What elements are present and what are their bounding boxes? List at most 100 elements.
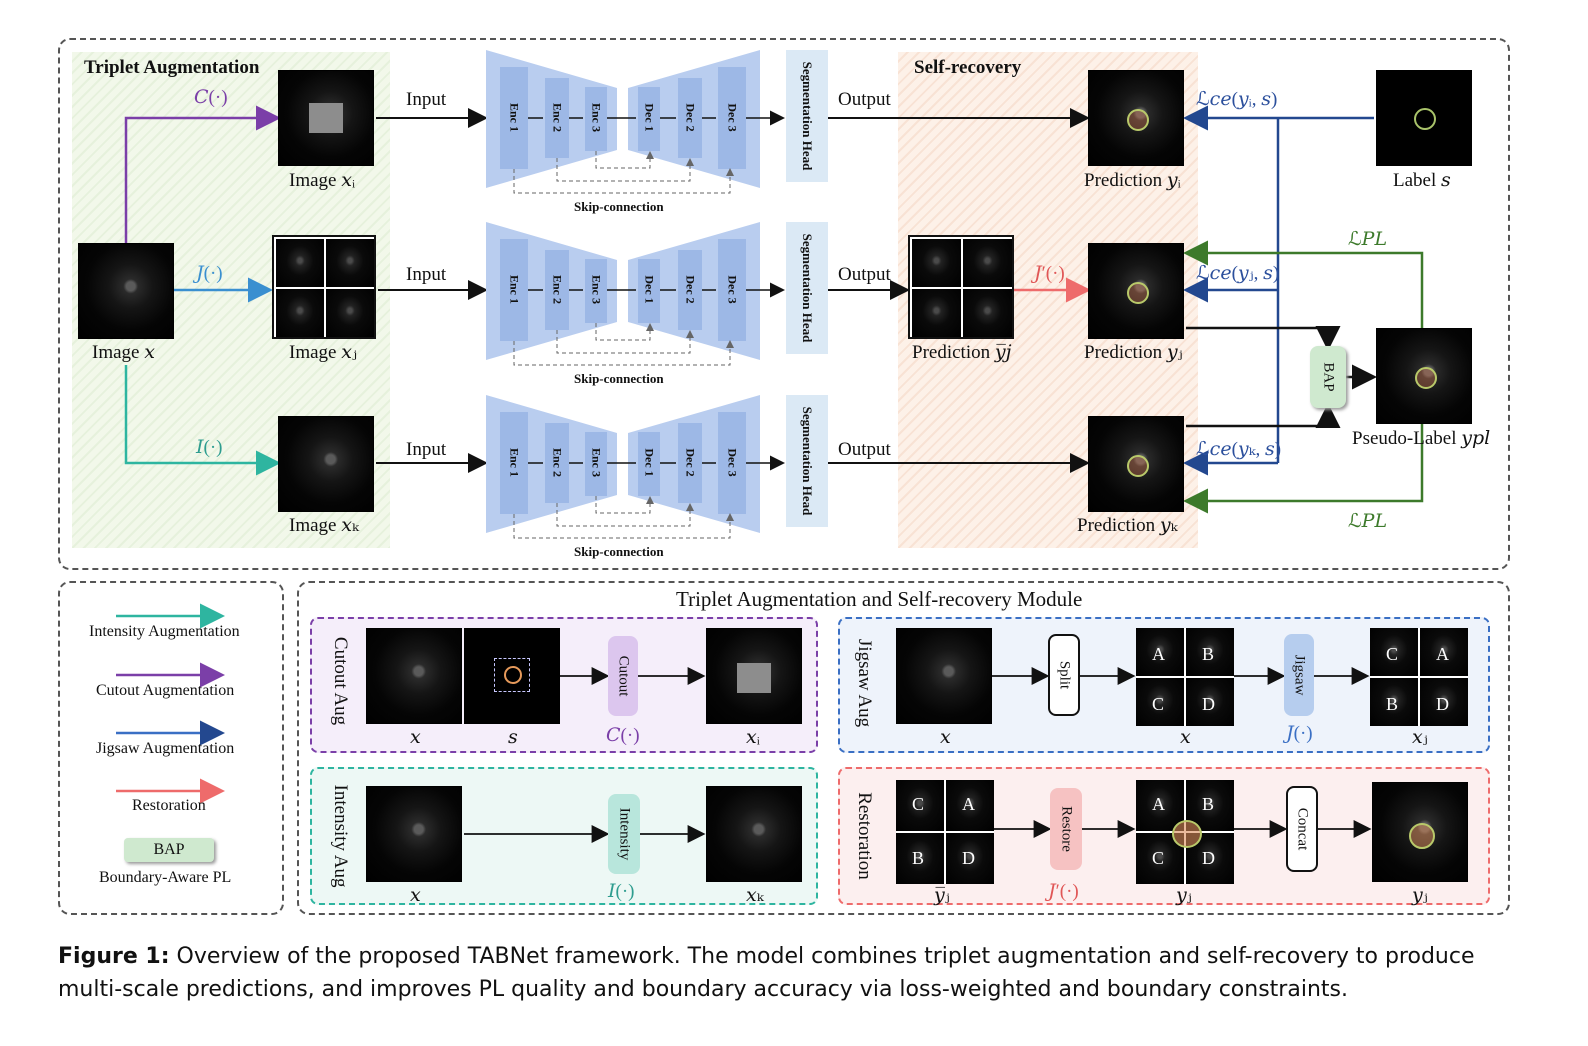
restore-jp-fn: 𝐽′(·) xyxy=(1048,881,1079,902)
image-xk xyxy=(278,416,374,512)
intensity-arrow xyxy=(124,365,281,476)
grid-letter: B xyxy=(1386,694,1399,714)
jigsaw-grid-2: C A B D xyxy=(1370,628,1468,726)
legend-restoration: Restoration xyxy=(132,797,206,814)
legend-cutout: Cutout Augmentation xyxy=(96,682,235,699)
label-rings xyxy=(1414,108,1436,130)
legend-panel xyxy=(58,581,284,915)
restore-op-box: Restore xyxy=(1050,788,1082,870)
restore-ybar-label: 𝑦̅ⱼ xyxy=(934,885,950,906)
pseudo-label-label: Pseudo-Label 𝑦𝑝𝑙 xyxy=(1352,428,1491,449)
jigsaw-op-box: Jigsaw xyxy=(1284,634,1314,716)
intensity-i-fn: 𝐼(·) xyxy=(608,881,635,902)
cutout-fn-label: 𝐶(·) xyxy=(194,87,228,108)
jigsaw-x2-label: 𝑥 xyxy=(1180,727,1191,748)
legend-bap-desc: Boundary-Aware PL xyxy=(99,869,232,886)
loss-pl-top-label: ℒ𝑃𝐿 xyxy=(1348,229,1388,250)
restore-grid-1: C A B D xyxy=(896,780,994,884)
grid-letter: A xyxy=(1152,794,1165,814)
legend-jigsaw: Jigsaw Augmentation xyxy=(96,740,235,757)
grid-letter: B xyxy=(1202,794,1215,814)
grid-letter: C xyxy=(1152,694,1165,714)
seg-overlay xyxy=(1409,823,1435,849)
input-label-3: Input xyxy=(406,439,447,460)
output-label-2: Output xyxy=(838,264,891,285)
network-row-1 xyxy=(486,50,782,194)
jigsaw-x-label: 𝑥 xyxy=(940,727,951,748)
jigsaw-j-fn: 𝐽(·) xyxy=(1286,723,1313,744)
cutout-xi-label: 𝑥ᵢ xyxy=(746,727,760,748)
intensity-x-label: 𝑥 xyxy=(410,885,421,906)
label-s-image xyxy=(1376,70,1472,166)
intensity-fn-label: 𝐼(·) xyxy=(196,437,223,458)
split-op-box: Split xyxy=(1048,634,1080,716)
intensity-xk-image xyxy=(706,786,802,882)
prediction-yi-label: Prediction 𝑦ᵢ xyxy=(1084,170,1181,191)
loss-pl-bottom-label: ℒ𝑃𝐿 xyxy=(1348,511,1388,532)
intensity-xk-label: 𝑥ₖ xyxy=(746,885,764,906)
label-rings xyxy=(504,666,522,684)
skip-label-2: Skip-connection xyxy=(574,371,664,386)
cutout-s-image xyxy=(464,628,560,724)
prediction-yi xyxy=(1088,70,1184,166)
cutout-xi-image xyxy=(706,628,802,724)
cutout-patch xyxy=(737,663,771,693)
image-x xyxy=(78,243,174,339)
output-label-1: Output xyxy=(838,89,891,110)
bap-box: BAP xyxy=(1310,346,1346,408)
seg-overlay xyxy=(1127,455,1149,477)
seg-overlay xyxy=(1127,109,1149,131)
grid-letter: B xyxy=(1202,644,1215,664)
grid-letter: C xyxy=(1152,848,1165,868)
seg-overlay xyxy=(1172,820,1202,848)
cutout-bbox xyxy=(494,658,530,692)
pseudo-label-image xyxy=(1376,328,1472,424)
image-xj-label: Image 𝑥ⱼ xyxy=(289,342,357,363)
image-x-label: Image 𝑥 xyxy=(92,342,155,363)
caption-text: Overview of the proposed TABNet framewor… xyxy=(58,944,1475,1002)
cutout-op-box: Cutout xyxy=(608,636,638,716)
pred-j-to-bap xyxy=(1186,326,1341,351)
grid-letter: B xyxy=(912,848,925,868)
restore-yj-label: 𝑦ⱼ xyxy=(1176,885,1192,906)
image-xi xyxy=(278,70,374,166)
grid-letter: D xyxy=(1202,848,1215,868)
restore-yj2-label: 𝑦ⱼ xyxy=(1412,885,1428,906)
grid-letter: D xyxy=(1202,694,1215,714)
cutout-patch xyxy=(309,103,343,133)
grid-letter: C xyxy=(1386,644,1399,664)
loss-i-label: ℒ𝑐𝑒(𝑦ᵢ, 𝑠) xyxy=(1196,89,1278,110)
prediction-yj xyxy=(1088,243,1184,339)
jigsaw-x-image xyxy=(896,628,992,724)
caption-label: Figure 1: xyxy=(58,944,170,969)
seg-head-3: Segmentation Head xyxy=(786,395,828,527)
module-title: Triplet Augmentation and Self-recovery M… xyxy=(676,587,1083,611)
grid-letter: D xyxy=(962,848,975,868)
top-panel xyxy=(58,38,1510,570)
image-xk-label: Image 𝑥ₖ xyxy=(289,515,359,536)
intensity-op-box: Intensity xyxy=(608,794,640,874)
seg-head-1: Segmentation Head xyxy=(786,50,828,182)
prediction-yk xyxy=(1088,416,1184,512)
module-panel xyxy=(297,581,1510,915)
figure-caption: Figure 1: Overview of the proposed TABNe… xyxy=(58,940,1528,1006)
legend-bap-box: BAP xyxy=(124,838,214,862)
concat-op-box: Concat xyxy=(1286,786,1318,872)
grid-letter: D xyxy=(1436,694,1449,714)
triplet-aug-title: Triplet Augmentation xyxy=(84,57,260,78)
pl-top-line xyxy=(1183,240,1424,328)
grid-letter: A xyxy=(1152,644,1165,664)
cutout-c-fn: 𝐶(·) xyxy=(606,725,640,746)
prediction-yk-label: Prediction 𝑦ₖ xyxy=(1077,515,1178,536)
grid-letter: A xyxy=(1436,644,1449,664)
input-label-2: Input xyxy=(406,264,447,285)
seg-overlay xyxy=(1415,367,1437,389)
seg-overlay xyxy=(1127,282,1149,304)
input-label-1: Input xyxy=(406,89,447,110)
grid-letter: A xyxy=(962,794,975,814)
jigsaw-fn-label: 𝐽(·) xyxy=(196,263,223,284)
grid-letter: C xyxy=(912,794,925,814)
loss-j-label: ℒ𝑐𝑒(𝑦ⱼ, 𝑠) xyxy=(1196,263,1280,284)
cutout-x-image xyxy=(366,628,462,724)
